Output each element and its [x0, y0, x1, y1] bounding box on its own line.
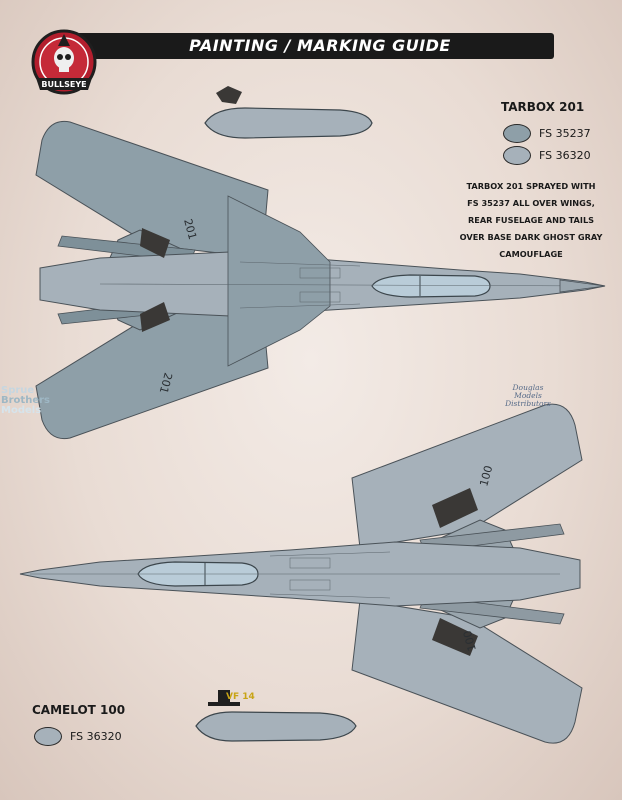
wm-line: Models [1, 405, 42, 416]
tarbox-shadow-lower [140, 302, 170, 332]
tarbox-title: TARBOX 201 [501, 100, 585, 114]
wm-line: Sprue [1, 385, 35, 396]
camelot-upper-wing [351, 403, 583, 549]
wm2-line: Models [514, 391, 542, 400]
page-title: PAINTING / MARKING GUIDE [189, 36, 451, 55]
swatch-fs36320 [503, 146, 531, 165]
tarbox-shadow-upper [140, 228, 170, 258]
note-line: CAMOUFLAGE [499, 249, 563, 259]
swatch-label-fs35237: FS 35237 [539, 127, 591, 140]
camelot-swatch-row: FS 36320 [34, 727, 122, 746]
tarbox-glove [227, 195, 331, 367]
camelot-shadow-lower [432, 618, 478, 656]
note-line: TARBOX 201 SPRAYED WITH [466, 181, 596, 191]
squadron-label: VF 14 [226, 692, 255, 702]
bullseye-logo: BULLSEYE [31, 29, 97, 95]
tarbox-canopy [371, 274, 491, 298]
logo-text: BULLSEYE [41, 80, 86, 89]
camelot-aircraft: 100 100 [19, 403, 583, 744]
swatch-label-fs36320: FS 36320 [539, 149, 591, 162]
tarbox-nose [559, 279, 606, 293]
sprue-brothers-watermark: Sprue Brothers Models [1, 386, 50, 416]
tarbox-aircraft: 201 201 [35, 120, 606, 440]
wm2-line: Douglas [512, 383, 544, 392]
tarbox-lower-wing [35, 301, 269, 440]
note-line: REAR FUSELAGE AND TAILS [467, 215, 595, 225]
top-hat-icon [208, 690, 240, 706]
pilot-helmet-icon [216, 86, 242, 104]
swatch-row-fs35237: FS 35237 [503, 124, 591, 143]
tarbox-upper-wing [35, 120, 269, 259]
camelot-lower-wing [351, 599, 583, 744]
swatch-camelot-fs36320 [34, 727, 62, 746]
title-bar: PAINTING / MARKING GUIDE [72, 33, 554, 59]
camelot-drop-tank [195, 690, 357, 742]
wm2-line: Distributors [505, 399, 551, 408]
tarbox-tail-number-lower: 201 [157, 371, 175, 395]
wm-line: Brothers [1, 395, 50, 406]
tarbox-drop-tank [204, 86, 373, 139]
tarbox-note: TARBOX 201 SPRAYED WITH FS 35237 ALL OVE… [443, 178, 619, 263]
swatch-row-fs36320: FS 36320 [503, 146, 591, 165]
swatch-label-camelot-fs36320: FS 36320 [70, 730, 122, 743]
swatch-fs35237 [503, 124, 531, 143]
camelot-tail-number-lower: 100 [461, 629, 479, 653]
note-line: OVER BASE DARK GHOST GRAY [459, 232, 603, 242]
camelot-title: CAMELOT 100 [32, 703, 126, 717]
note-line: FS 35237 ALL OVER WINGS, [467, 198, 595, 208]
tarbox-tail-number-upper: 201 [181, 217, 199, 241]
douglas-models-watermark: Douglas Models Distributors [498, 384, 558, 408]
camelot-shadow-upper [432, 488, 478, 528]
camelot-tail-number-upper: 100 [477, 464, 495, 488]
